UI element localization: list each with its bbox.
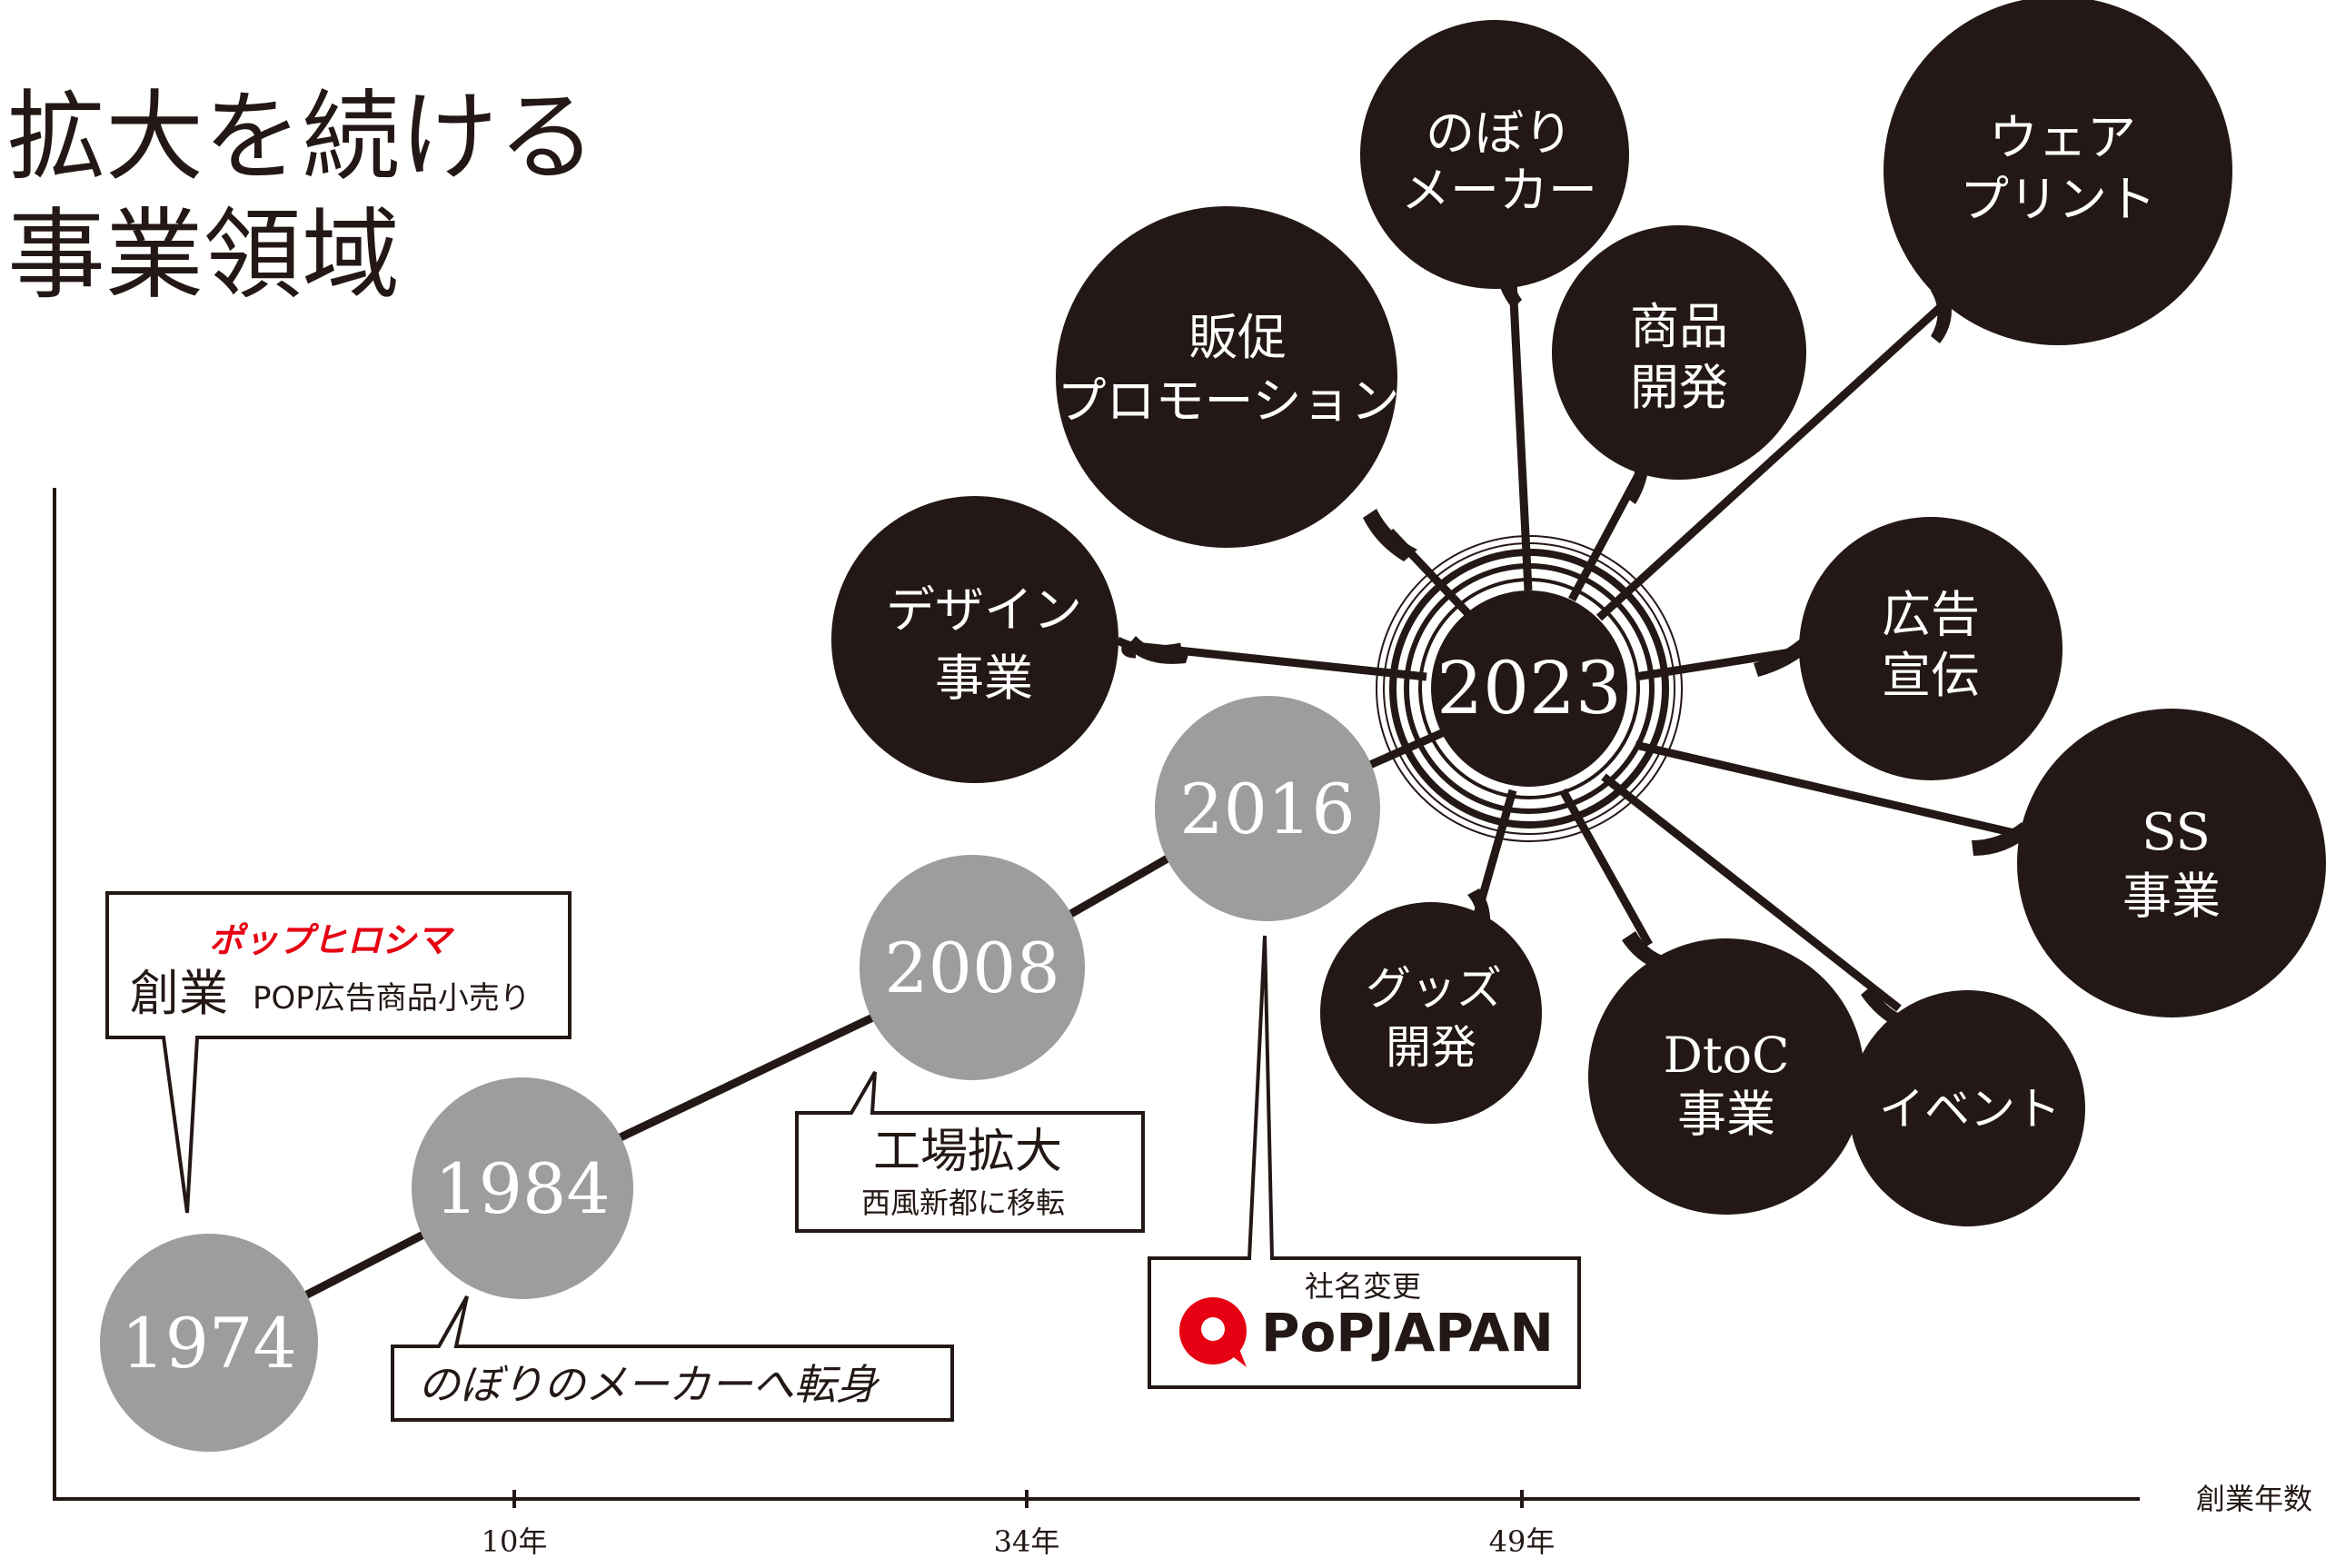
connector-nobori-maker	[1508, 281, 1533, 591]
bubble-goods-circle	[1320, 902, 1542, 1124]
callout-nobori-frame	[391, 1295, 954, 1422]
bubble-event: イベント	[1849, 990, 2085, 1226]
milestone-1974-label: 1974	[121, 1303, 296, 1384]
bubble-wear-print-label: ウェア	[1989, 109, 2136, 166]
x-tick-label: 10年	[482, 1524, 548, 1559]
callout-rename-caption: 社名変更	[1305, 1269, 1421, 1304]
stem-promotion	[1363, 509, 1417, 561]
stem-ss	[1972, 822, 2031, 856]
milestone-2016: 2016	[1155, 696, 1380, 921]
callout-founding: ポップヒロシマ 創業 POP広告商品小売り	[105, 891, 572, 1214]
callout-factory: 工場拡大 西風新都に移転	[795, 1070, 1145, 1233]
bubble-nobori-maker-label: メーカー	[1401, 162, 1597, 219]
bubble-product-dev-circle	[1552, 225, 1806, 480]
bubble-goods-label: グッズ	[1366, 962, 1502, 1015]
bubble-wear-print-circle	[1884, 0, 2232, 345]
hub-ring-outer	[1376, 535, 1683, 842]
callout-founding-text: POP広告商品小売り	[253, 980, 531, 1017]
milestone-2008-label: 2008	[884, 928, 1059, 1008]
title-line-1: 拡大を続ける	[7, 81, 596, 194]
bubble-product-dev-label: 開発	[1630, 359, 1728, 416]
x-axis-label: 創業年数	[2196, 1482, 2312, 1516]
hub-ring	[1383, 542, 1675, 835]
bubble-ss-label: SS	[2142, 803, 2211, 862]
bubble-promotion: 販促 プロモーション	[1056, 206, 1399, 548]
hub-ring-thick	[1389, 549, 1669, 829]
milestone-2016-circle	[1155, 696, 1380, 921]
bubble-advertising: 広告 宣伝	[1799, 517, 2063, 780]
bubble-goods: グッズ 開発	[1320, 902, 1542, 1124]
axes: 10年 34年 49年 創業年数	[53, 488, 2312, 1559]
popjapan-logo-dot	[1201, 1317, 1225, 1341]
bubble-ss: SS 事業	[2017, 709, 2326, 1017]
milestone-1984-circle	[412, 1077, 633, 1299]
bubble-event-circle	[1849, 990, 2085, 1226]
bubble-event-label: イベント	[1879, 1083, 2061, 1136]
bubble-advertising-label: 宣伝	[1882, 647, 1980, 704]
callout-factory-text: 西風新都に移転	[861, 1186, 1065, 1220]
x-tick-label: 34年	[994, 1524, 1060, 1559]
milestone-2023-label: 2023	[1436, 646, 1622, 730]
callout-rename-frame	[1148, 935, 1581, 1389]
bubble-ss-circle	[2017, 709, 2326, 1017]
bubble-design: デザイン 事業	[831, 496, 1118, 783]
callout-factory-title: 工場拡大	[873, 1125, 1062, 1179]
x-tick-label: 49年	[1489, 1524, 1556, 1559]
milestone-1974-circle	[100, 1234, 318, 1452]
page-title: 拡大を続ける 事業領域	[7, 81, 596, 313]
milestone-1974: 1974	[100, 1234, 318, 1452]
callout-nobori-text: のぼりのメーカーへ転身	[418, 1360, 880, 1409]
bubble-advertising-circle	[1799, 517, 2063, 780]
milestone-2016-label: 2016	[1179, 769, 1355, 849]
connector-wear-print	[1595, 292, 1957, 621]
callout-rename: 社名変更 PoPJAPAN	[1148, 935, 1581, 1389]
bubble-dtoc: DtoC 事業	[1588, 938, 1864, 1215]
bubble-dtoc-label: 事業	[1677, 1086, 1775, 1143]
hub-ring	[1404, 563, 1655, 814]
bubble-product-dev: 商品 開発	[1552, 225, 1806, 480]
stem-design	[1127, 636, 1190, 664]
popjapan-logo-text: PoPJAPAN	[1261, 1302, 1554, 1364]
bubble-ss-label: 事業	[2122, 868, 2221, 925]
bubble-wear-print: ウェア プリント	[1884, 0, 2232, 345]
connector-ss	[1634, 740, 2028, 840]
bubble-design-label: 事業	[935, 650, 1033, 707]
hub-ring-inner	[1418, 578, 1640, 799]
bubble-design-circle	[831, 496, 1118, 783]
bubble-product-dev-label: 商品	[1630, 298, 1728, 355]
connector-event	[1601, 773, 1902, 1012]
title-line-2: 事業領域	[7, 199, 400, 313]
callout-founding-title: 創業	[130, 965, 228, 1022]
popjapan-logo-tail	[1227, 1345, 1247, 1367]
business-bubbles: デザイン 事業 販促 プロモーション のぼり メーカー 商品 開発 ウェア プリ…	[831, 0, 2326, 1226]
bubble-promotion-circle	[1056, 206, 1397, 548]
hub-core	[1431, 590, 1627, 787]
hub-2023: 2023	[1376, 535, 1683, 842]
bubble-promotion-label: 販促	[1188, 309, 1287, 366]
bubble-goods-label: 開発	[1386, 1021, 1476, 1074]
pophiroshima-logo: ポップヒロシマ	[209, 920, 455, 960]
bubble-advertising-label: 広告	[1882, 586, 1980, 643]
milestones: 1974 1984 2008 2016	[100, 696, 1380, 1452]
bubble-nobori-maker-label: のぼり	[1426, 104, 1573, 162]
popjapan-logo-mark	[1179, 1297, 1247, 1367]
bubble-design-label: デザイン	[886, 581, 1082, 639]
bubble-dtoc-label: DtoC	[1664, 1027, 1790, 1084]
bubble-nobori-maker: のぼり メーカー	[1360, 20, 1629, 289]
milestone-1984-label: 1984	[434, 1148, 610, 1229]
callout-nobori: のぼりのメーカーへ転身	[391, 1295, 954, 1422]
bubble-wear-print-label: プリント	[1960, 171, 2156, 228]
bubble-dtoc-circle	[1588, 938, 1864, 1215]
bubble-nobori-maker-circle	[1360, 20, 1629, 289]
milestone-2008-circle	[860, 855, 1085, 1080]
callout-factory-frame	[795, 1070, 1145, 1233]
milestone-2008: 2008	[860, 855, 1085, 1080]
milestone-1984: 1984	[412, 1077, 633, 1299]
callout-founding-frame	[105, 891, 572, 1214]
bubble-promotion-label: プロモーション	[1058, 372, 1400, 430]
